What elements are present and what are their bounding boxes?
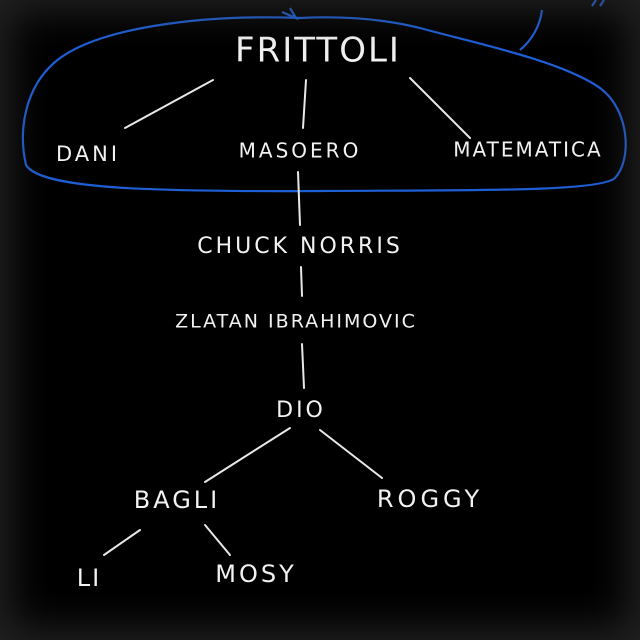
highlight-loop — [21, 16, 627, 193]
node-zlatan: ZLATAN IBRAHIMOVIC — [175, 311, 417, 333]
edge-masoero-chuck — [297, 171, 301, 226]
edge-bagli-mosy — [204, 524, 231, 556]
edge-frittoli-masoero — [302, 79, 307, 129]
edge-dio-bagli — [204, 427, 291, 483]
edge-zlatan-dio — [301, 343, 305, 389]
edge-dio-roggy — [319, 429, 383, 479]
highlight-tick-mark — [281, 7, 299, 21]
edge-frittoli-dani — [124, 79, 214, 129]
edges-layer — [103, 77, 471, 556]
highlight-corner-mark — [591, 0, 605, 7]
node-bagli: BAGLI — [134, 486, 221, 514]
nodes-layer: FRITTOLI DANI MASOERO MATEMATICA CHUCK NORRI… — [56, 31, 602, 593]
edge-frittoli-matematica — [409, 77, 471, 139]
node-mosy: MOSY — [215, 560, 297, 588]
node-frittoli: FRITTOLI — [235, 31, 401, 71]
highlight-pointer-stroke — [519, 9, 544, 51]
node-roggy: ROGGY — [377, 485, 483, 513]
node-dani: DANI — [56, 142, 120, 166]
node-li: LI — [77, 564, 101, 592]
node-dio: DIO — [276, 398, 326, 423]
node-masoero: MASOERO — [239, 139, 362, 163]
node-matematica: MATEMATICA — [453, 138, 602, 162]
edge-bagli-li — [103, 529, 141, 556]
node-chuck: CHUCK NORRIS — [197, 234, 403, 259]
edge-chuck-zlatan — [300, 266, 303, 297]
